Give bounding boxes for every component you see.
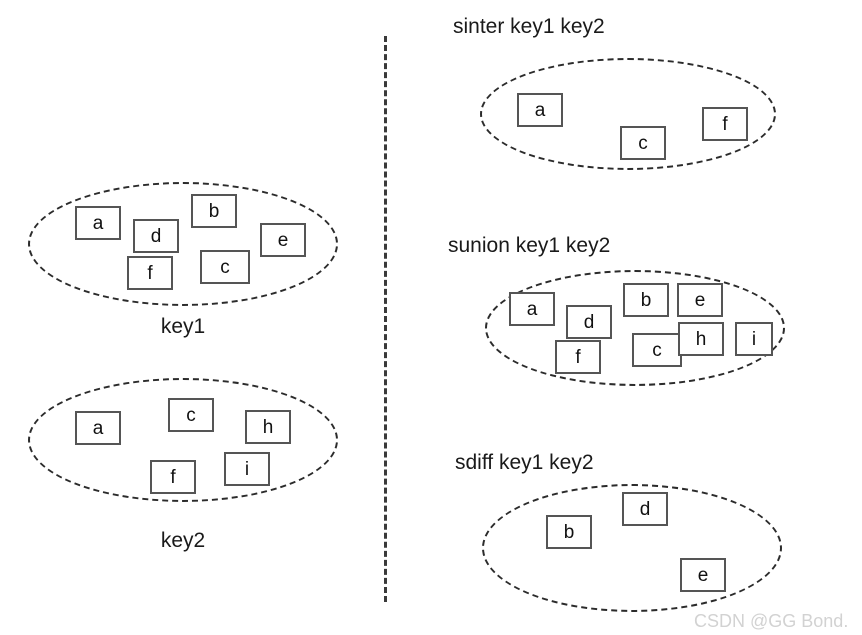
operation-title-sinter: sinter key1 key2 [453, 15, 605, 38]
operation-title-sunion: sunion key1 key2 [448, 234, 611, 257]
set-item-sunion-f: f [555, 340, 601, 374]
set-ellipse-key1 [28, 182, 338, 306]
set-item-sdiff-b: b [546, 515, 592, 549]
set-item-sunion-d: d [566, 305, 612, 339]
set-ellipse-sdiff [482, 484, 782, 612]
set-ellipse-key2 [28, 378, 338, 502]
set-item-sunion-b: b [623, 283, 669, 317]
set-item-key1-c: c [200, 250, 250, 284]
set-item-sunion-c: c [632, 333, 682, 367]
set-item-key2-h: h [245, 410, 291, 444]
set-item-sinter-a: a [517, 93, 563, 127]
set-item-sunion-i: i [735, 322, 773, 356]
vertical-dashed-divider [384, 36, 387, 602]
watermark-text: CSDN @GG Bond. [694, 611, 849, 631]
set-caption-key2: key2 [160, 529, 206, 552]
set-item-key2-i: i [224, 452, 270, 486]
set-ellipse-sinter [480, 58, 776, 170]
set-item-sdiff-d: d [622, 492, 668, 526]
set-item-sunion-a: a [509, 292, 555, 326]
operation-title-sdiff: sdiff key1 key2 [455, 451, 594, 474]
set-item-key2-f: f [150, 460, 196, 494]
set-item-sdiff-e: e [680, 558, 726, 592]
set-item-key1-e: e [260, 223, 306, 257]
set-caption-key1: key1 [160, 315, 206, 338]
set-item-key1-f: f [127, 256, 173, 290]
set-item-sinter-f: f [702, 107, 748, 141]
set-item-key2-a: a [75, 411, 121, 445]
set-item-key1-a: a [75, 206, 121, 240]
set-item-sunion-e: e [677, 283, 723, 317]
set-item-key1-d: d [133, 219, 179, 253]
set-item-sinter-c: c [620, 126, 666, 160]
set-item-key1-b: b [191, 194, 237, 228]
set-item-sunion-h: h [678, 322, 724, 356]
set-item-key2-c: c [168, 398, 214, 432]
set-ellipse-sunion [485, 270, 785, 386]
